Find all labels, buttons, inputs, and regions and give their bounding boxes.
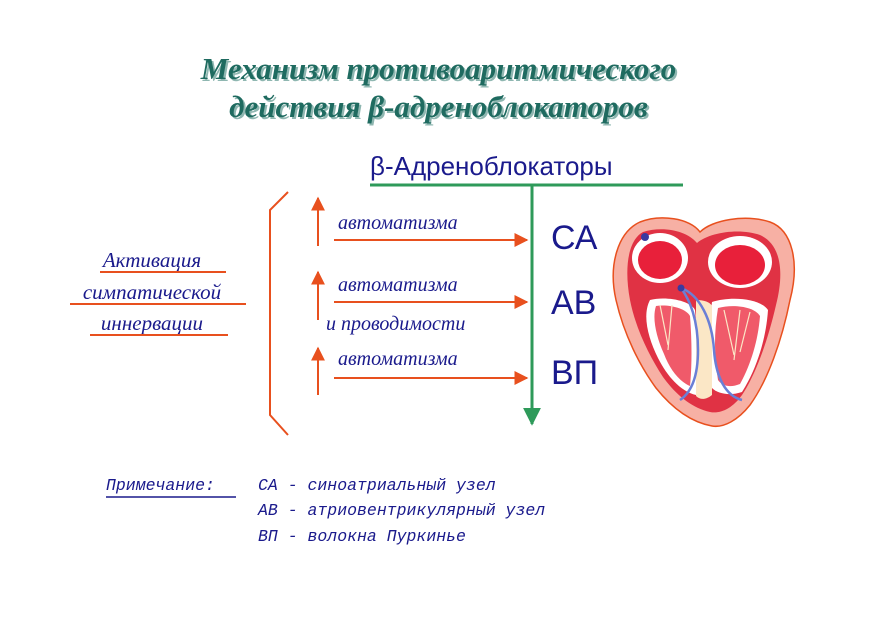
left-label-sympathetic: симпатической (82, 280, 222, 304)
effect-label-av-conduction: и проводимости (326, 313, 466, 335)
note-item-av: АВ - атриовентрикулярный узел (258, 501, 546, 520)
note-label: Примечание: (106, 476, 215, 495)
left-label-activation: Активация (102, 248, 202, 272)
note-item-sa: СА - синоатриальный узел (258, 476, 496, 495)
note-item-vp: ВП - волокна Пуркинье (258, 527, 466, 546)
left-label-innervation: иннервации (100, 311, 204, 335)
effect-label-av: автоматизма (338, 274, 458, 296)
drug-label: β-Адреноблокаторы (370, 151, 613, 181)
effect-label-vp: автоматизма (338, 348, 458, 370)
node-av: АВ (551, 284, 597, 322)
effect-label-sa: автоматизма (338, 212, 458, 234)
bracket (269, 191, 289, 436)
node-vp: ВП (551, 354, 599, 392)
title-line-2: действия β-адреноблокаторов (229, 89, 648, 124)
title-line-1: Механизм противоаритмического (200, 51, 677, 86)
node-sa: СА (551, 219, 598, 257)
